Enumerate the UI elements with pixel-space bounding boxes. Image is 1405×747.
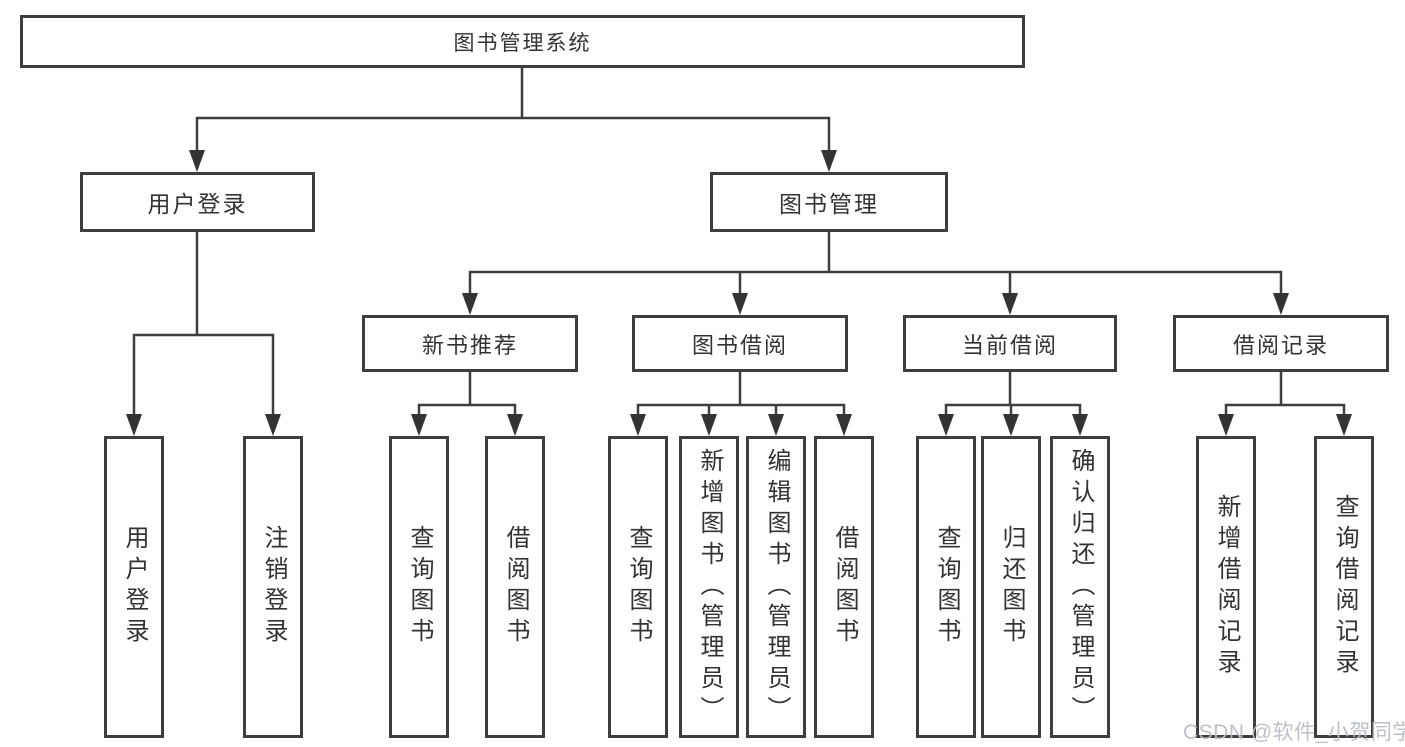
- node-library-management-system: 图书管理系统: [20, 15, 1025, 68]
- arrowhead: [836, 414, 852, 436]
- node-label: 当前借阅: [961, 332, 1058, 358]
- node-current-borrowing: 当前借阅: [903, 315, 1117, 372]
- node-label: 图书管理系统: [453, 31, 592, 55]
- node-label: 用户登录: [147, 191, 248, 217]
- node-user-login: 用户登录: [80, 172, 315, 232]
- node-label: 新增图书（管理员）: [696, 447, 723, 727]
- arrowhead: [126, 414, 142, 436]
- node-leaf-query-books-2: 查询图书: [608, 436, 668, 738]
- edge-root-to-level2: [132, 68, 1346, 416]
- arrowheads: [126, 150, 1352, 436]
- arrowhead: [1336, 414, 1352, 436]
- arrowhead: [1273, 293, 1289, 315]
- node-label: 新书推荐: [421, 332, 518, 358]
- node-leaf-user-login: 用户登录: [104, 436, 164, 738]
- arrowhead: [189, 150, 205, 172]
- node-label: 注销登录: [260, 525, 287, 649]
- node-leaf-confirm-return-admin: 确认归还（管理员）: [1050, 436, 1110, 738]
- node-label: 借阅图书: [831, 525, 858, 649]
- node-label: 用户登录: [121, 525, 148, 649]
- node-leaf-query-borrow-record: 查询借阅记录: [1314, 436, 1374, 738]
- node-label: 编辑图书（管理员）: [763, 447, 790, 727]
- node-leaf-logout: 注销登录: [243, 436, 303, 738]
- node-label: 新增借阅记录: [1213, 494, 1240, 680]
- node-label: 确认归还（管理员）: [1067, 447, 1094, 727]
- node-leaf-add-books-admin: 新增图书（管理员）: [679, 436, 739, 738]
- csdn-watermark: CSDN @软件_小贺同学: [1183, 721, 1405, 744]
- arrowhead: [265, 414, 281, 436]
- arrowhead: [821, 150, 837, 172]
- arrowhead: [1072, 414, 1088, 436]
- node-label: 查询图书: [933, 525, 960, 649]
- node-leaf-borrow-books-2: 借阅图书: [814, 436, 874, 738]
- node-borrowing-records: 借阅记录: [1173, 315, 1389, 372]
- arrowhead: [1002, 293, 1018, 315]
- node-label: 归还图书: [998, 525, 1025, 649]
- arrowhead: [938, 414, 954, 436]
- arrowhead: [768, 414, 784, 436]
- arrowhead: [507, 414, 523, 436]
- node-leaf-edit-books-admin: 编辑图书（管理员）: [746, 436, 806, 738]
- node-label: 借阅图书: [502, 525, 529, 649]
- node-book-management: 图书管理: [710, 172, 948, 232]
- arrowhead: [732, 293, 748, 315]
- node-leaf-add-borrow-record: 新增借阅记录: [1196, 436, 1256, 738]
- arrowhead: [462, 293, 478, 315]
- node-label: 查询图书: [625, 525, 652, 649]
- node-book-borrowing: 图书借阅: [632, 315, 848, 372]
- arrowhead: [1218, 414, 1234, 436]
- arrowhead: [701, 414, 717, 436]
- node-new-book-recommendation: 新书推荐: [362, 315, 578, 372]
- node-label: 查询借阅记录: [1331, 494, 1358, 680]
- arrowhead: [630, 414, 646, 436]
- node-leaf-query-books-1: 查询图书: [389, 436, 449, 738]
- node-label: 图书借阅: [691, 332, 788, 358]
- arrowhead: [1003, 414, 1019, 436]
- node-leaf-query-books-3: 查询图书: [916, 436, 976, 738]
- node-label: 图书管理: [779, 191, 879, 217]
- node-label: 查询图书: [406, 525, 433, 649]
- node-label: 借阅记录: [1232, 332, 1329, 358]
- node-leaf-borrow-books-1: 借阅图书: [485, 436, 545, 738]
- arrowhead: [411, 414, 427, 436]
- node-leaf-return-books: 归还图书: [981, 436, 1041, 738]
